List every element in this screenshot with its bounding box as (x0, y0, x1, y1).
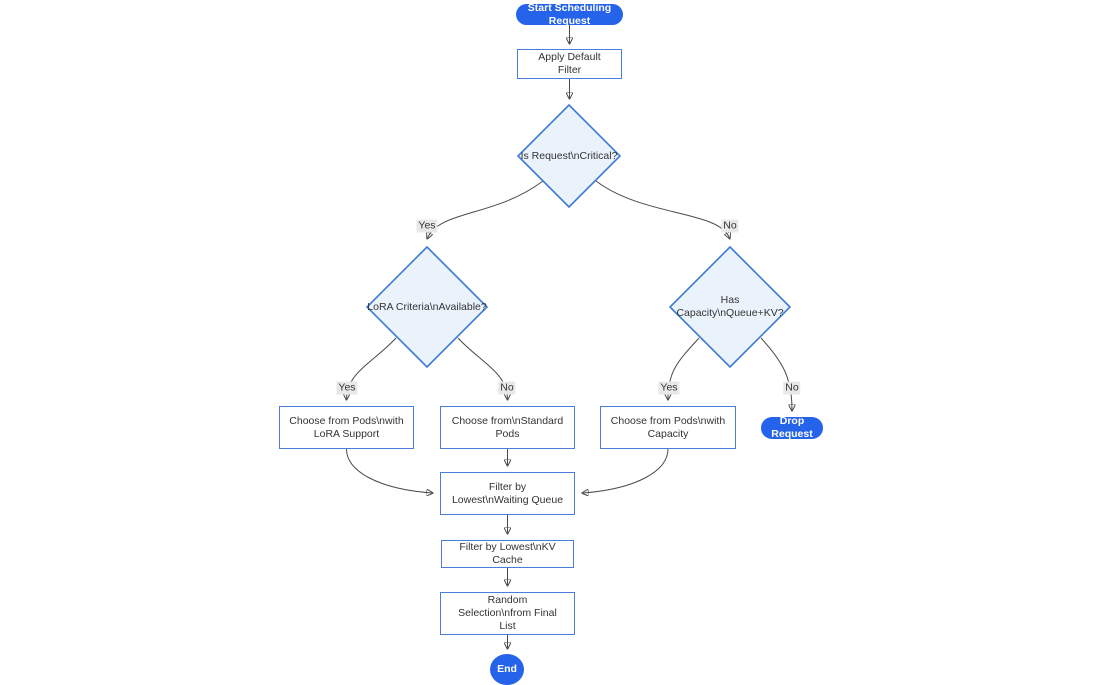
node-choose-standard-pods-label: Choose from\nStandard Pods (451, 414, 564, 440)
node-filter-lowest-kv-cache-label: Filter by Lowest\nKV Cache (459, 541, 556, 566)
edge-capacity-to-filterqueue (583, 448, 669, 493)
node-start-label: Start Scheduling Request (527, 1, 612, 27)
edge-label-lora-no: No (498, 381, 516, 395)
node-has-capacity-queue-kv-label: Has Capacity\nQueue+KV? (676, 294, 784, 319)
node-apply-default-filter: Apply Default Filter (517, 49, 622, 79)
edge-label-capacity-no: No (783, 381, 801, 395)
node-choose-pods-lora-support: Choose from Pods\nwith LoRA Support (279, 406, 414, 449)
edge-lora-to-filterqueue (346, 448, 433, 493)
diamond-shape (669, 246, 791, 368)
node-apply-default-filter-label: Apply Default Filter (538, 51, 601, 76)
diamond-shape (366, 246, 488, 368)
node-choose-pods-capacity-label: Choose from Pods\nwith Capacity (610, 414, 726, 440)
node-drop-request-label: Drop Request (771, 415, 813, 440)
node-filter-lowest-waiting-queue: Filter by Lowest\nWaiting Queue (440, 472, 575, 515)
node-random-selection-final-list-label: Random Selection\nfrom Final List (458, 594, 557, 632)
node-is-request-critical-label: Is Request\nCritical? (520, 149, 618, 162)
edge-label-lora-yes: Yes (336, 381, 358, 395)
edge-label-capacity-yes: Yes (658, 381, 680, 395)
node-choose-pods-lora-support-label: Choose from Pods\nwith LoRA Support (289, 414, 404, 440)
node-choose-standard-pods: Choose from\nStandard Pods (440, 406, 575, 449)
node-filter-lowest-kv-cache: Filter by Lowest\nKV Cache (441, 540, 574, 568)
node-start: Start Scheduling Request (516, 1, 623, 27)
node-drop-request: Drop Request (761, 415, 823, 440)
node-lora-criteria-available-label: LoRA Criteria\nAvailable? (367, 300, 487, 313)
edge-label-critical-no: No (721, 219, 739, 233)
node-end-label: End (497, 663, 517, 675)
node-lora-criteria-available: LoRA Criteria\nAvailable? (366, 246, 488, 368)
node-end: End (490, 654, 524, 685)
node-has-capacity-queue-kv: Has Capacity\nQueue+KV? (669, 246, 791, 368)
diamond-shape (517, 104, 621, 208)
node-random-selection-final-list: Random Selection\nfrom Final List (440, 592, 575, 635)
edge-capacity-no (760, 337, 792, 410)
node-filter-lowest-waiting-queue-label: Filter by Lowest\nWaiting Queue (451, 480, 564, 506)
edge-label-critical-yes: Yes (416, 219, 438, 233)
node-is-request-critical: Is Request\nCritical? (517, 104, 621, 208)
node-choose-pods-capacity: Choose from Pods\nwith Capacity (600, 406, 736, 449)
